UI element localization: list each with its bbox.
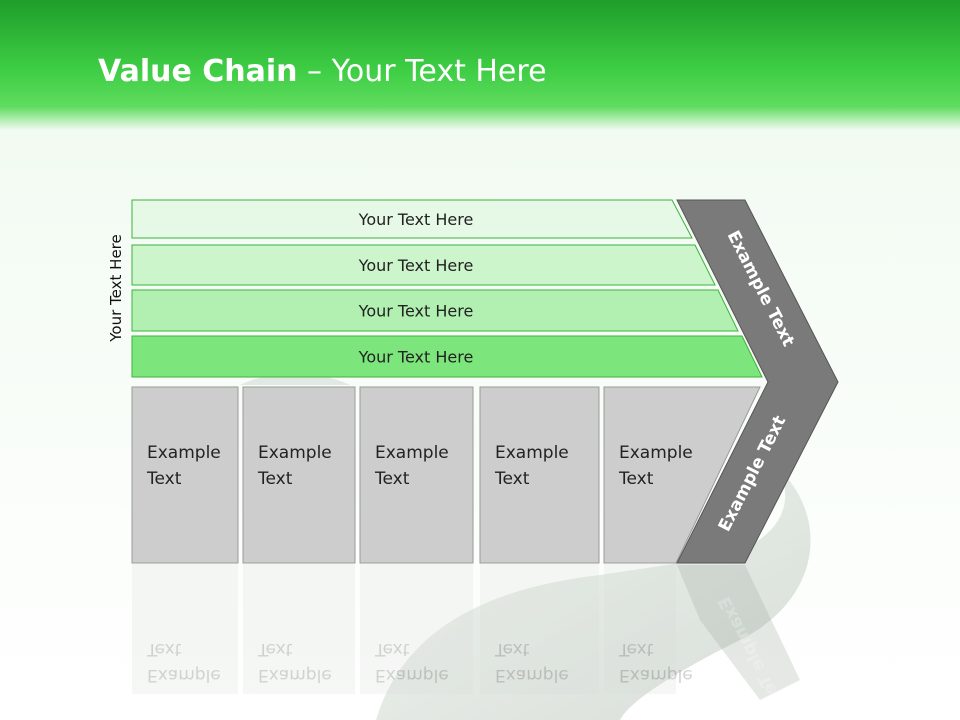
title-bold: Value Chain bbox=[98, 54, 298, 89]
support-row-4 bbox=[131, 335, 763, 378]
primary-box-reflection: Example Text bbox=[360, 564, 473, 694]
header-bar bbox=[0, 0, 960, 130]
primary-box-3 bbox=[359, 386, 474, 564]
primary-box-label: Example bbox=[495, 443, 569, 463]
primary-box-label: Text bbox=[146, 469, 182, 489]
support-row-1 bbox=[131, 199, 693, 239]
primary-box-label: Example bbox=[619, 443, 693, 463]
support-row-label: Your Text Here bbox=[358, 210, 474, 229]
primary-box-4 bbox=[479, 386, 600, 564]
reflection-label: Example bbox=[375, 665, 449, 685]
support-row-label: Your Text Here bbox=[358, 348, 474, 367]
page-title: Value Chain – Your Text Here bbox=[98, 54, 547, 89]
primary-box-label: Text bbox=[257, 469, 293, 489]
reflection-label: Example bbox=[147, 665, 221, 685]
primary-box-label: Example bbox=[147, 443, 221, 463]
primary-box-reflection: Example Text bbox=[243, 564, 355, 694]
reflection-label: Text bbox=[146, 639, 182, 659]
primary-box-label: Text bbox=[374, 469, 410, 489]
support-row-label: Your Text Here bbox=[358, 302, 474, 321]
reflection-label: Example bbox=[619, 665, 693, 685]
primary-box-1 bbox=[131, 386, 239, 564]
primary-box-reflection: Example Text bbox=[604, 564, 693, 694]
title-rest: – Your Text Here bbox=[297, 54, 547, 89]
support-row-2 bbox=[131, 244, 716, 286]
margin-chevron bbox=[676, 199, 839, 564]
primary-box-label: Example bbox=[375, 443, 449, 463]
primary-box-reflection: Example Text bbox=[480, 564, 599, 694]
reflection-label: Text bbox=[618, 639, 654, 659]
primary-box-label: Text bbox=[618, 469, 654, 489]
primary-box-label: Example bbox=[258, 443, 332, 463]
primary-box-reflection: Example Text bbox=[132, 564, 238, 694]
margin-chevron-reflection bbox=[677, 565, 800, 700]
reflection-label: Text bbox=[374, 639, 410, 659]
primary-box-2 bbox=[242, 386, 356, 564]
reflection-label: Text bbox=[257, 639, 293, 659]
reflection-label: Example bbox=[495, 665, 569, 685]
primary-box-5 bbox=[603, 386, 761, 564]
support-row-label: Your Text Here bbox=[358, 256, 474, 275]
reflection-label: Text bbox=[494, 639, 530, 659]
primary-box-label: Text bbox=[494, 469, 530, 489]
reflection-label: Example bbox=[258, 665, 332, 685]
support-row-3 bbox=[131, 289, 739, 332]
